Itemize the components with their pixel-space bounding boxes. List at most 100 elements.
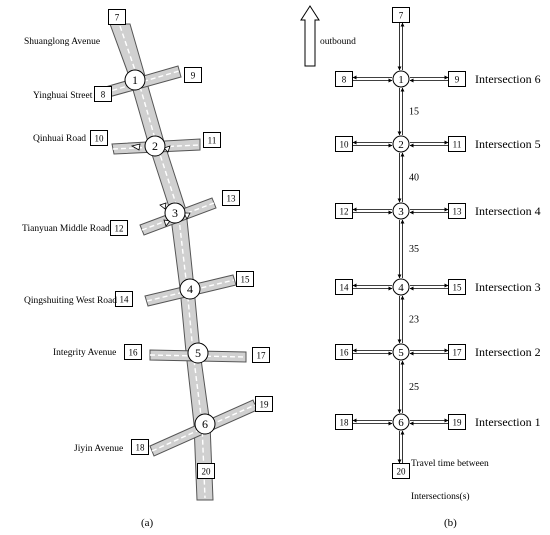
street-label-tianyuan: Tianyuan Middle Road: [22, 224, 110, 234]
intersection-name-label: Intersection 5: [475, 137, 541, 151]
schematic-intersection-5: 5: [392, 343, 410, 361]
node-box-7-label: 7: [115, 13, 120, 23]
outbound-arrow-icon: [300, 5, 320, 67]
schematic-intersection-2: 2: [392, 135, 410, 153]
intersection-3-label: 3: [172, 206, 178, 220]
schematic-node-box-8: 8: [335, 71, 353, 87]
node-box-7: 7: [108, 9, 126, 25]
travel-time-value: 23: [409, 315, 419, 326]
schematic-intersection-3-label: 3: [398, 206, 404, 218]
schematic-node-box-16-label: 16: [340, 348, 350, 358]
node-box-10: 10: [90, 130, 108, 146]
node-box-9-label: 9: [191, 71, 196, 81]
schematic-node-box-16: 16: [335, 344, 353, 360]
node-box-14: 14: [115, 291, 133, 307]
schematic-node-box-7: 7: [392, 7, 410, 23]
schematic-node-box-14-label: 14: [340, 283, 350, 293]
schematic-node-box-19: 19: [448, 414, 466, 430]
intersection-name-label: Intersection 4: [475, 204, 541, 218]
intersection-5: 5: [187, 342, 209, 364]
schematic-node-box-8-label: 8: [342, 75, 347, 85]
signal-triangle: [159, 202, 167, 210]
intersection-name-label: Intersection 2: [475, 345, 541, 359]
panel-b-label: (b): [444, 517, 457, 529]
intersection-4: 4: [179, 278, 201, 300]
intersection-1-label: 1: [132, 73, 138, 87]
node-box-8: 8: [94, 86, 112, 102]
intersection-4-label: 4: [187, 282, 193, 296]
node-box-12: 12: [110, 220, 128, 236]
schematic-node-box-11-label: 11: [453, 140, 462, 150]
street-label-yinghuai: Yinghuai Street: [33, 91, 93, 101]
panel-a-label: (a): [141, 517, 154, 529]
schematic-node-box-17: 17: [448, 344, 466, 360]
signal-triangle: [183, 212, 191, 220]
schematic-node-box-7-label: 7: [399, 11, 404, 21]
signal-triangle: [163, 145, 171, 153]
schematic-intersection-1: 1: [392, 70, 410, 88]
travel-time-value: 25: [409, 382, 419, 393]
schematic-intersection-6: 6: [392, 413, 410, 431]
street-label-shuanglong: Shuanglong Avenue: [24, 37, 100, 47]
street-label-jiyin: Jiyin Avenue: [74, 444, 123, 454]
node-box-16-label: 16: [129, 348, 139, 358]
schematic-node-box-15-label: 15: [453, 283, 463, 293]
signal-triangle: [163, 219, 171, 227]
schematic-node-box-17-label: 17: [453, 348, 463, 358]
schematic-node-box-18: 18: [335, 414, 353, 430]
schematic-node-box-12: 12: [335, 203, 353, 219]
schematic-node-box-12-label: 12: [340, 207, 349, 217]
travel-time-label-line1: Travel time between: [411, 459, 489, 469]
node-box-18-label: 18: [136, 443, 146, 453]
schematic-node-box-20-label: 20: [397, 467, 407, 477]
schematic-node-box-19-label: 19: [453, 418, 463, 428]
schematic-node-box-15: 15: [448, 279, 466, 295]
schematic-intersection-3: 3: [392, 202, 410, 220]
schematic-intersection-1-label: 1: [398, 74, 404, 86]
node-box-10-label: 10: [95, 134, 105, 144]
node-box-14-label: 14: [120, 295, 130, 305]
travel-time-label-line2: Intersections(s): [411, 491, 470, 502]
node-box-15: 15: [236, 271, 254, 287]
schematic-intersection-4-label: 4: [398, 282, 404, 294]
intersection-name-label: Intersection 6: [475, 72, 541, 86]
travel-time-value: 15: [409, 107, 419, 118]
schematic-intersection-6-label: 6: [398, 417, 404, 429]
intersection-6: 6: [194, 413, 216, 435]
node-box-9: 9: [184, 67, 202, 83]
schematic-node-box-10: 10: [335, 136, 353, 152]
intersection-6-label: 6: [202, 417, 208, 431]
schematic-intersection-5-label: 5: [398, 347, 404, 359]
node-box-20: 20: [197, 463, 215, 479]
node-box-16: 16: [124, 344, 142, 360]
node-box-11: 11: [203, 132, 221, 148]
intersection-1: 1: [124, 69, 146, 91]
node-box-18: 18: [131, 439, 149, 455]
intersection-5-label: 5: [195, 346, 201, 360]
node-box-19-label: 19: [260, 400, 270, 410]
schematic-node-box-11: 11: [448, 136, 466, 152]
street-label-integrity: Integrity Avenue: [53, 348, 116, 358]
intersection-3: 3: [164, 202, 186, 224]
schematic-node-box-10-label: 10: [340, 140, 350, 150]
schematic-node-box-14: 14: [335, 279, 353, 295]
travel-time-value: 40: [409, 173, 419, 184]
schematic-node-box-9: 9: [448, 71, 466, 87]
node-box-19: 19: [255, 396, 273, 412]
schematic-node-box-18-label: 18: [340, 418, 350, 428]
schematic-node-box-9-label: 9: [455, 75, 460, 85]
street-label-qingshuiting: Qingshuiting West Road: [24, 296, 117, 306]
intersection-name-label: Intersection 3: [475, 280, 541, 294]
node-box-20-label: 20: [202, 467, 212, 477]
node-box-17-label: 17: [257, 351, 267, 361]
intersection-name-label: Intersection 1: [475, 415, 541, 429]
node-box-11-label: 11: [208, 136, 217, 146]
schematic-node-box-13: 13: [448, 203, 466, 219]
street-label-qinhuai: Qinhuai Road: [33, 134, 86, 144]
intersection-2: 2: [144, 135, 166, 157]
schematic-intersection-4: 4: [392, 278, 410, 296]
schematic-intersection-2-label: 2: [398, 139, 404, 151]
